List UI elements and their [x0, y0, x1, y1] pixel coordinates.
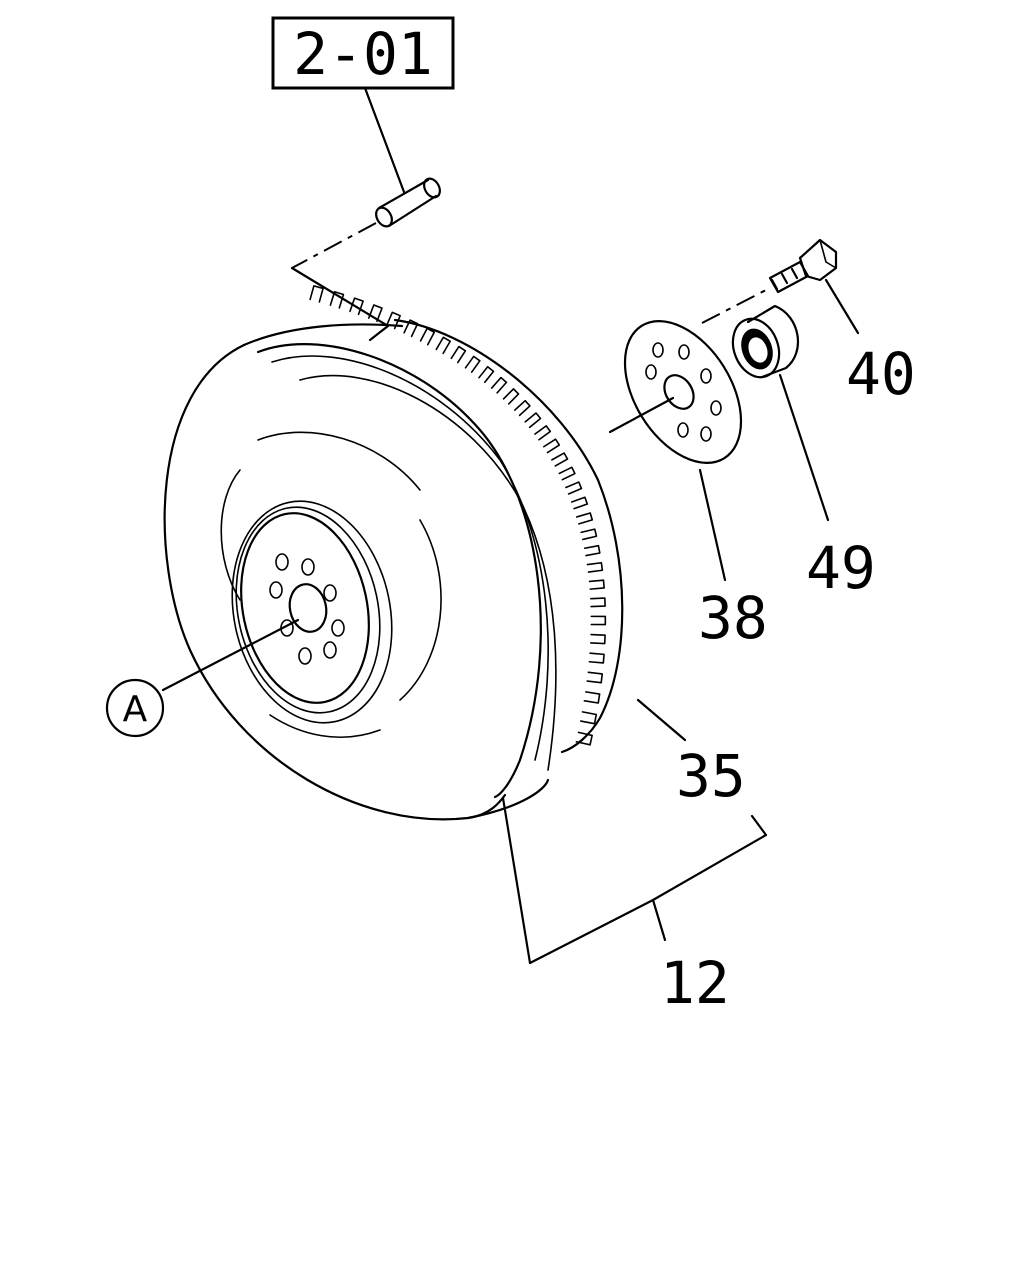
- gear-tooth: [386, 311, 401, 330]
- gear-tooth: [570, 496, 589, 510]
- bolt-40: [768, 238, 838, 294]
- gear-tooth: [329, 290, 345, 309]
- gear-tooth: [586, 671, 604, 684]
- gear-tooth: [551, 452, 569, 467]
- gear-tooth: [558, 466, 576, 481]
- plate-38: [623, 320, 743, 464]
- gear-tooth: [450, 345, 467, 364]
- gear-tooth: [419, 327, 436, 346]
- gear-tooth: [524, 412, 542, 429]
- gear-tooth: [588, 579, 605, 590]
- dowel-pin: [375, 177, 441, 228]
- gear-tooth: [583, 544, 601, 557]
- ring-gear-35: [309, 285, 607, 746]
- gear-tooth: [590, 597, 606, 608]
- gear-tooth: [590, 615, 607, 626]
- gear-tooth: [588, 652, 605, 664]
- gear-tooth: [583, 691, 601, 704]
- gear-tooth: [513, 399, 531, 417]
- reference-box-2-01[interactable]: 2-01: [271, 16, 455, 90]
- gear-tooth: [580, 528, 598, 541]
- part-label-12[interactable]: 12: [660, 949, 730, 1017]
- gear-tooth: [579, 711, 598, 725]
- gear-tooth: [565, 481, 583, 495]
- gear-tooth: [575, 731, 593, 746]
- part-label-49[interactable]: 49: [806, 534, 876, 602]
- bearing-49: [731, 304, 800, 379]
- flywheel-body: [163, 318, 624, 821]
- reference-box-label: 2-01: [293, 20, 433, 88]
- callout-a[interactable]: A: [105, 618, 300, 738]
- gear-tooth: [542, 438, 561, 454]
- gear-tooth: [464, 355, 481, 373]
- gear-tooth: [403, 319, 419, 338]
- gear-tooth: [589, 633, 606, 645]
- part-label-40[interactable]: 40: [846, 340, 916, 408]
- part-label-35[interactable]: 35: [676, 742, 746, 810]
- gear-tooth: [309, 285, 324, 303]
- gear-tooth: [534, 425, 552, 441]
- callout-a-label: A: [123, 689, 148, 730]
- gear-tooth: [502, 388, 520, 405]
- gear-tooth: [490, 376, 508, 394]
- gear-tooth: [349, 297, 364, 316]
- gear-tooth: [367, 304, 383, 323]
- gear-tooth: [576, 512, 594, 525]
- gear-tooth: [478, 365, 495, 384]
- part-label-38[interactable]: 38: [698, 584, 768, 652]
- gear-tooth: [586, 561, 604, 573]
- gear-tooth: [435, 336, 452, 355]
